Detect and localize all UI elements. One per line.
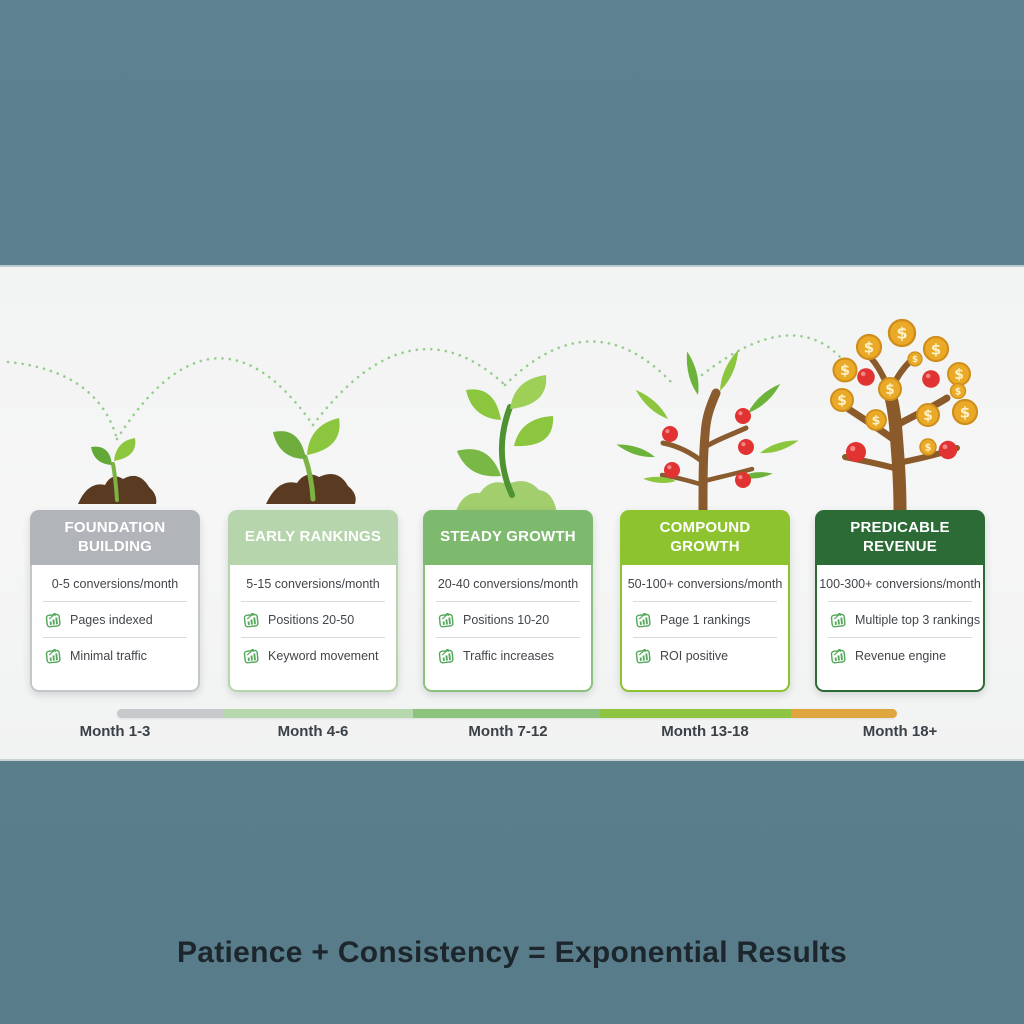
divider	[241, 637, 385, 638]
headline: Patience + Consistency = Exponential Res…	[176, 936, 848, 969]
metric-row: Pages indexed	[32, 602, 198, 637]
conversions-value: 20-40 conversions/month	[437, 577, 579, 591]
metric-row: Page 1 rankings	[622, 602, 788, 637]
divider	[43, 601, 187, 602]
dotted-arc-path	[6, 334, 844, 441]
chart-icon	[45, 612, 61, 628]
sprout-illustration	[78, 438, 157, 504]
timeline-segment-month-1-3	[117, 709, 223, 718]
money-tree-illustration	[830, 318, 979, 517]
seedling-illustration	[266, 418, 356, 504]
content-band: $	[0, 265, 1024, 761]
metric-label: Traffic increases	[463, 648, 555, 663]
timeline-label: Month 1-3	[79, 723, 151, 740]
chart-icon	[635, 648, 651, 664]
conversions-value: 50-100+ conversions/month	[627, 577, 783, 591]
metric-row: Minimal traffic	[32, 638, 198, 673]
divider	[633, 601, 777, 602]
divider	[241, 601, 385, 602]
metric-label: Minimal traffic	[70, 648, 147, 663]
stage-title-text: COMPOUND GROWTH	[659, 518, 751, 555]
metric-label: Multiple top 3 rankings	[855, 612, 981, 627]
timeline-label: Month 4-6	[277, 723, 349, 740]
metric-row: ROI positive	[622, 638, 788, 673]
young-plant-illustration	[455, 375, 557, 514]
timeline-segment-month-7-12	[413, 709, 600, 718]
metric-label: Keyword movement	[268, 648, 379, 663]
stage-card-steady-growth: STEADY GROWTH 20-40 conversions/month Po…	[423, 510, 593, 692]
metric-label: Revenue engine	[855, 648, 947, 663]
metric-row: Multiple top 3 rankings	[817, 602, 983, 637]
metric-label: Positions 20-50	[268, 612, 355, 627]
stage-card-title: EARLY RANKINGS	[228, 510, 398, 565]
divider	[43, 637, 187, 638]
stage-card-early-rankings: EARLY RANKINGS 5-15 conversions/month Po…	[228, 510, 398, 692]
conversions-value: 100-300+ conversions/month	[819, 577, 981, 591]
divider	[828, 601, 972, 602]
stage-card-compound-growth: COMPOUND GROWTH 50-100+ conversions/mont…	[620, 510, 790, 692]
stage-card-body: 50-100+ conversions/month Page 1 ranking…	[620, 565, 790, 692]
stage-title-text: PREDICABLE REVENUE	[850, 518, 950, 555]
metric-row: Positions 10-20	[425, 602, 591, 637]
divider	[436, 637, 580, 638]
chart-icon	[438, 612, 454, 628]
chart-icon	[438, 648, 454, 664]
stage-card-foundation-building: FOUNDATION BUILDING 0-5 conversions/mont…	[30, 510, 200, 692]
stage-card-body: 100-300+ conversions/month Multiple top …	[815, 565, 985, 692]
divider	[828, 637, 972, 638]
conversions-value: 5-15 conversions/month	[246, 577, 380, 591]
metric-label: ROI positive	[660, 648, 729, 663]
timeline-label: Month 7-12	[468, 723, 548, 740]
timeline-segment-month-18-plus	[791, 709, 897, 718]
stage-title-text: STEADY GROWTH	[440, 528, 576, 546]
stage-card-body: 5-15 conversions/month Positions 20-50 K…	[228, 565, 398, 692]
stage-title-text: EARLY RANKINGS	[244, 528, 382, 546]
metric-row: Traffic increases	[425, 638, 591, 673]
timeline-label: Month 18+	[862, 723, 938, 740]
stage-card-title: COMPOUND GROWTH	[620, 510, 790, 565]
chart-icon	[243, 648, 259, 664]
metric-label: Positions 10-20	[463, 612, 550, 627]
metric-label: Pages indexed	[70, 612, 153, 627]
stage-card-predicable-revenue: PREDICABLE REVENUE 100-300+ conversions/…	[815, 510, 985, 692]
timeline-label: Month 13-18	[661, 723, 749, 740]
metric-row: Revenue engine	[817, 638, 983, 673]
stage-card-title: FOUNDATION BUILDING	[30, 510, 200, 565]
metric-row: Keyword movement	[230, 638, 396, 673]
timeline-bar	[117, 709, 897, 718]
growth-illustrations: $	[6, 318, 979, 517]
chart-icon	[243, 612, 259, 628]
timeline-segment-month-13-18	[600, 709, 791, 718]
chart-icon	[45, 648, 61, 664]
divider	[436, 601, 580, 602]
chart-icon	[635, 612, 651, 628]
stage-title-text: FOUNDATION BUILDING	[64, 518, 166, 555]
metric-label: Page 1 rankings	[660, 612, 751, 627]
metric-row: Positions 20-50	[230, 602, 396, 637]
stage-card-body: 0-5 conversions/month Pages indexed Mini…	[30, 565, 200, 692]
chart-icon	[830, 648, 846, 664]
divider	[633, 637, 777, 638]
stage-card-title: PREDICABLE REVENUE	[815, 510, 985, 565]
chart-icon	[830, 612, 846, 628]
stage-card-body: 20-40 conversions/month Positions 10-20 …	[423, 565, 593, 692]
fruit-tree-illustration	[615, 348, 800, 515]
conversions-value: 0-5 conversions/month	[51, 577, 179, 591]
stage-card-title: STEADY GROWTH	[423, 510, 593, 565]
timeline-segment-month-4-6	[223, 709, 413, 718]
